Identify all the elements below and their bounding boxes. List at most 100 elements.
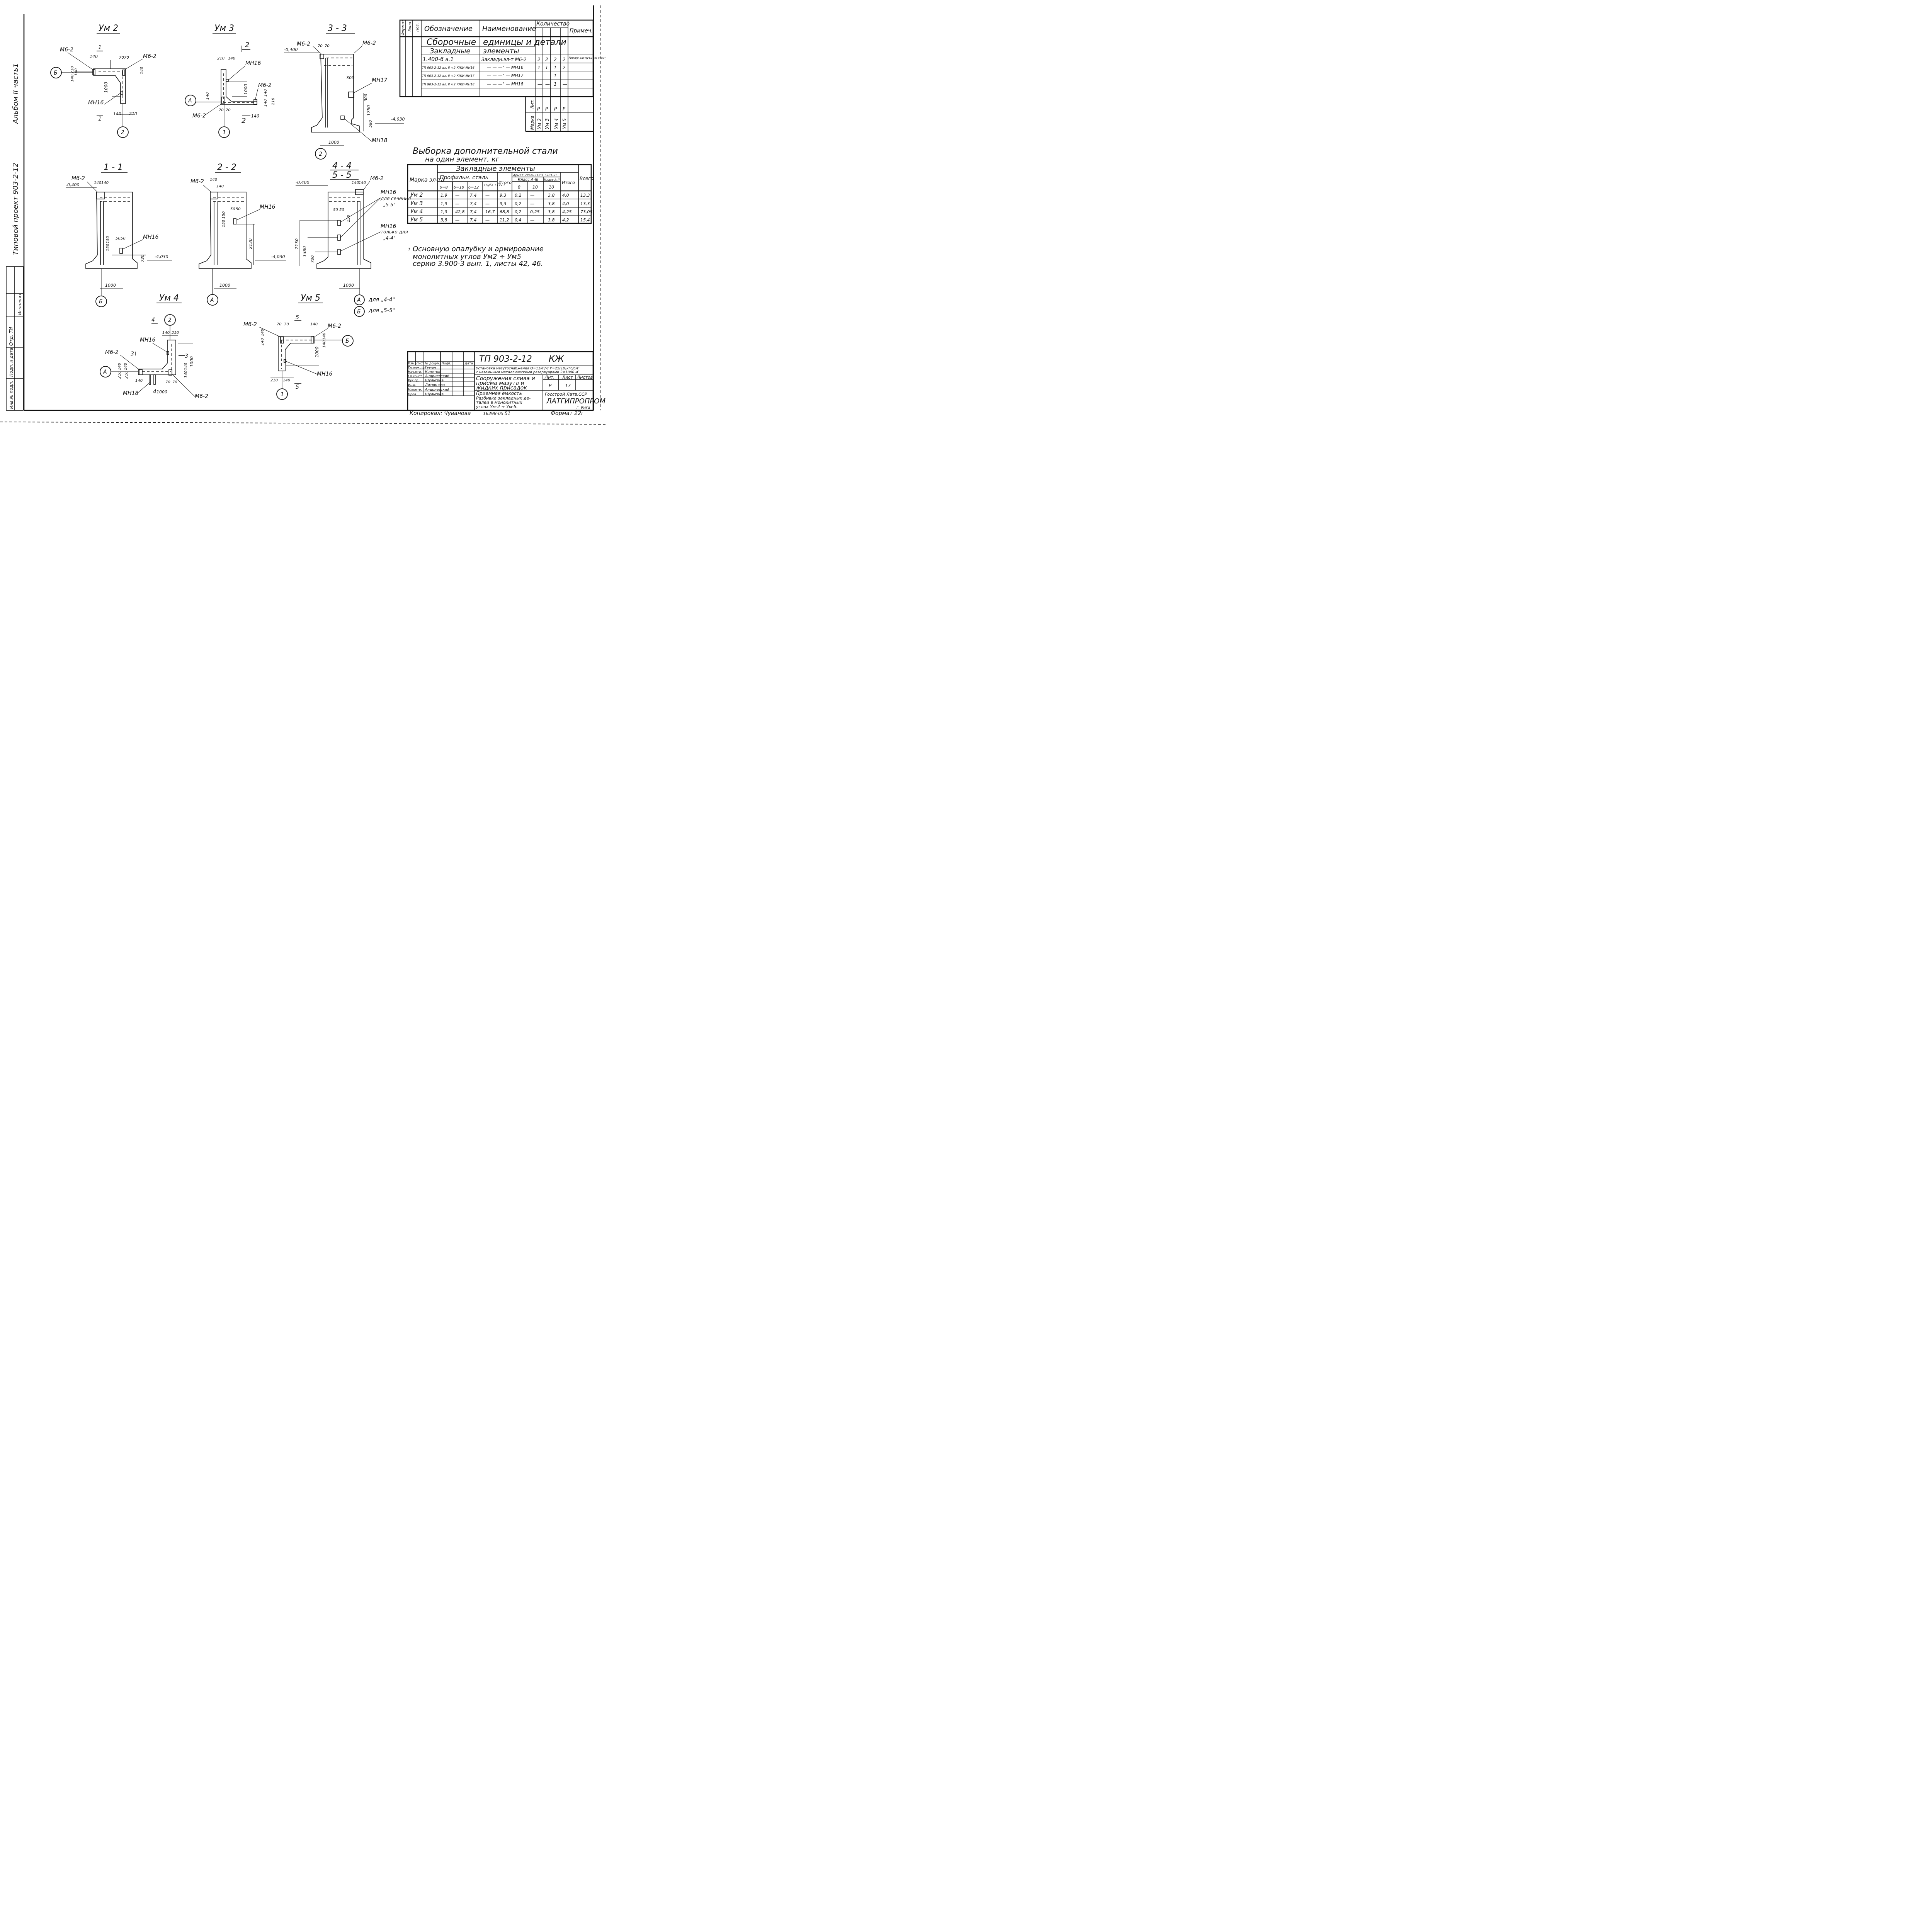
um5-dim-140-r2: 140	[322, 340, 327, 348]
steel-cell-value: —	[455, 218, 459, 223]
note-line-3: серию 3.900-3 вып. 1, листы 42, 46.	[413, 260, 543, 268]
steel-cell-mark: Ум 4	[410, 209, 423, 215]
stamp-org-1: Госстрой Латв.ССР	[545, 392, 587, 397]
s44-dim-1380: 1380	[302, 246, 307, 257]
stamp-role: Нач.отд.	[408, 370, 422, 374]
stamp-kzh: КЖ	[549, 354, 565, 364]
um3-dim-70a: 70	[219, 108, 224, 112]
spec-row0-note: Анкер загнуть по месту	[568, 56, 606, 60]
title-block: ТП 903-2-12 КЖ Установка мазутоснабжения…	[407, 351, 605, 417]
um2-dim-140: 140	[90, 54, 98, 59]
s44-label-m6-2: М6-2	[370, 175, 384, 182]
s22-dim-50a: 50	[230, 207, 235, 211]
steel-cell-value: 11,2	[500, 218, 509, 223]
stamp-col-list: Лист	[416, 362, 424, 365]
um5-dim-70a: 70	[277, 322, 282, 327]
note-num: 1	[408, 247, 411, 252]
steel-table: Выборка дополнительной стали на один эле…	[407, 146, 594, 224]
um3-dim-140-r2: 140	[264, 99, 268, 107]
stamp-object-1: Сооружения слива и	[476, 376, 535, 382]
um5-dim-210-b: 210	[270, 378, 278, 383]
um3-label-mn16: МН16	[245, 60, 261, 66]
s33-label-mn17: МН17	[372, 77, 388, 83]
spec-lit-1: Р	[537, 106, 540, 112]
steel-cell-value: 1,9	[440, 209, 447, 214]
s22-dim-50b: 50	[236, 207, 241, 211]
s33-axis-2: 2	[319, 151, 322, 157]
stamp-h-lit: Лит.	[544, 375, 554, 380]
steel-h-prof: Профильн. сталь	[440, 175, 488, 181]
um3-axis-a: А	[188, 98, 192, 104]
steel-cell-value: —	[530, 218, 534, 223]
s11-dim-150a: 150	[106, 244, 110, 251]
um2-dim-70b: 70	[124, 56, 129, 60]
spec-row: ТП 903-2-12 ал. II ч.2 КЖИ-МН17 — — —" —…	[422, 73, 567, 78]
um4-dim-210-l2: 210	[124, 371, 129, 379]
steel-sub-d8: δ=8	[440, 185, 448, 190]
stamp-h-listov: Листов	[577, 375, 593, 380]
spec-section2: Закладные	[430, 47, 470, 55]
s33-dim-1000: 1000	[328, 140, 339, 145]
um5-dim-140-top: 140	[310, 322, 318, 327]
steel-cell-value: 4,25	[562, 209, 572, 214]
s33-dim-70b: 70	[325, 44, 330, 48]
steel-cell-value: 16,7	[485, 209, 495, 214]
s33-dim-1750: 1750	[366, 105, 371, 116]
steel-cell-value: 0,2	[515, 201, 522, 206]
steel-cell-value: 3,8	[440, 218, 447, 223]
um2-axis-b: Б	[54, 70, 58, 76]
spec-h-name: Наименование	[482, 25, 536, 33]
s44-dim-140a: 140	[352, 181, 359, 185]
spec-row1-desig: ТП 903-2-12 ал. II ч.2 КЖИ-МН16	[422, 66, 474, 70]
s44-dim-730: 730	[311, 255, 315, 263]
spec-mark-um2: Ум 2	[537, 118, 542, 129]
um4-label-m6-2-left: М6-2	[105, 349, 119, 355]
um4-dim-140: 140	[162, 331, 170, 335]
um4-dim-210-l: 210	[117, 371, 122, 379]
stamp-person: Андриевский	[425, 374, 449, 378]
um3-label-m6-2-left: М6-2	[192, 113, 206, 119]
spec-h-pos: Поз.	[415, 23, 420, 32]
s11-label-m6-2: М6-2	[71, 175, 85, 182]
s11-dim-150b: 150	[106, 236, 110, 243]
spec-row2-name: — — —" — МН17	[487, 73, 524, 78]
um3-dim-1000: 1000	[243, 84, 248, 95]
steel-cell-value: 73,05	[580, 209, 593, 214]
spec-row2-desig: ТП 903-2-12 ал. II ч.2 КЖИ-МН17	[422, 74, 475, 78]
um4-dim-1000-h: 1000	[156, 389, 167, 395]
spec-table: Формат Зона Поз. Обозначение Наименовани…	[399, 19, 606, 132]
spec-row1-q2: 1	[545, 65, 548, 70]
um2-dim-140-v2: 140	[70, 75, 75, 82]
s44-dim-150: 150	[347, 215, 351, 222]
s33-label-m6-2-right: М6-2	[362, 40, 376, 46]
s44-label-55: „5-5"	[383, 202, 395, 207]
spec-section2b: элементы	[483, 47, 519, 55]
steel-cell-value: 3,8	[548, 218, 555, 223]
um5-dim-140-l2: 140	[260, 338, 265, 345]
um2-label-m6-2-right: М6-2	[143, 53, 156, 60]
spec-lit-4: Р	[563, 106, 566, 112]
steel-cell-value: 3,8	[548, 209, 555, 214]
stamp-person: Гуман	[425, 366, 436, 370]
s11-dim-1000: 1000	[105, 283, 116, 288]
steel-sub-pipe: Труба 133×3	[484, 184, 505, 187]
s44-label-44: „4-4"	[383, 235, 395, 241]
um5-label-mn16: МН16	[317, 371, 333, 377]
spec-row: ТП 903-2-12 ал. II ч.2 КЖИ-МН18 — — —" —…	[422, 82, 567, 87]
um2-dim-1000: 1000	[104, 82, 109, 93]
spec-row0-q4: 2	[563, 57, 566, 62]
um3-title: Ум 3	[214, 24, 234, 33]
steel-cell-mark: Ум 2	[410, 192, 423, 198]
stamp-copied: Копировал: Чуванова	[410, 410, 471, 417]
spec-row2-q2: —	[545, 73, 550, 78]
steel-cell-value: 4,0	[562, 201, 569, 206]
um4-axis-2: 2	[168, 317, 172, 323]
um5-dim-140-l1: 140	[260, 329, 265, 336]
steel-sub-8: 8	[518, 185, 520, 190]
stamp-page: 51	[505, 411, 510, 416]
steel-cell-value: 3,8	[548, 201, 555, 206]
um3-axis-1: 1	[223, 129, 226, 136]
